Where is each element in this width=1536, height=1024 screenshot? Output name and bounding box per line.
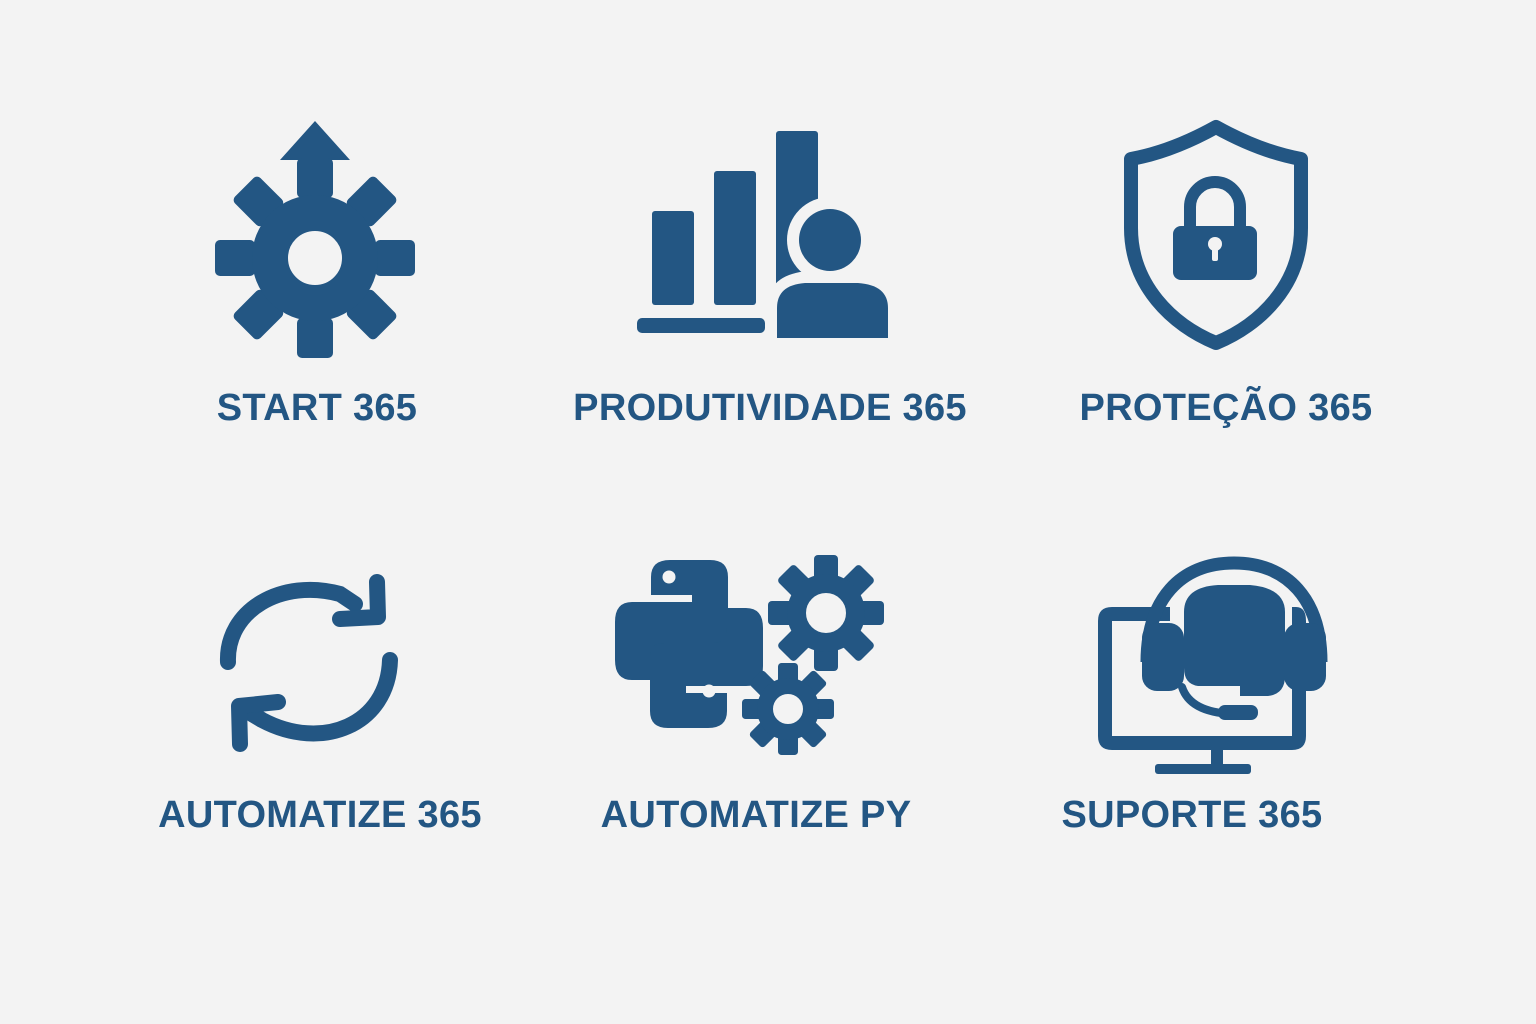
product-label: AUTOMATIZE 365 (158, 794, 482, 836)
refresh-arrows-icon (219, 574, 398, 752)
product-label: AUTOMATIZE PY (600, 794, 912, 836)
shield-lock-icon (1124, 120, 1308, 350)
monitor-headset-icon (1098, 556, 1328, 774)
product-label: PRODUTIVIDADE 365 (573, 387, 967, 429)
python-gears-icon (615, 555, 884, 755)
product-label: SUPORTE 365 (1061, 794, 1323, 836)
product-label: PROTEÇÃO 365 (1079, 387, 1373, 429)
product-label: START 365 (216, 387, 418, 429)
gear-arrow-up-icon (215, 121, 415, 358)
bar-chart-person-icon (637, 131, 895, 340)
